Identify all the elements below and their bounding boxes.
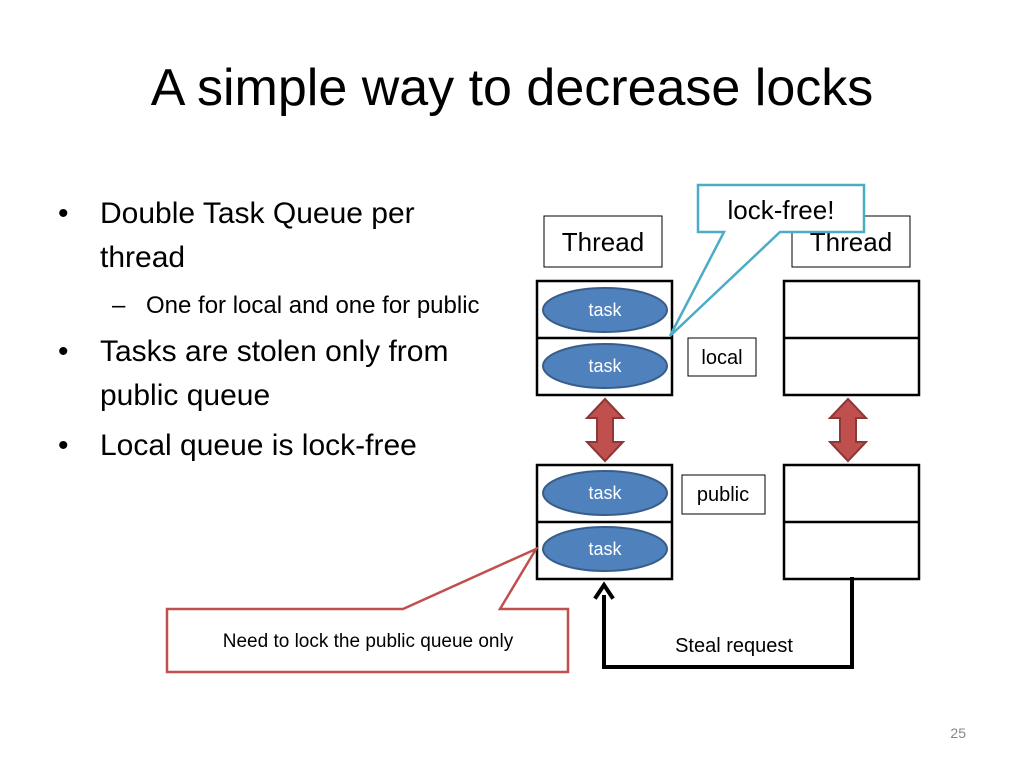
bullet-dot-icon: • — [58, 197, 69, 230]
arrow-head-icon — [593, 581, 615, 600]
bullet-text: Double Task Queue per thread — [100, 197, 415, 274]
bullet-list: • Double Task Queue per thread – One for… — [58, 192, 498, 474]
lock-callout: Need to lock the public queue only — [165, 546, 570, 674]
double-arrow-left-icon — [584, 397, 626, 463]
local-label-box: local — [687, 337, 757, 377]
double-arrow-right-icon — [827, 397, 869, 463]
bullet-text: Local queue is lock-free — [100, 429, 417, 462]
task-node: task — [542, 470, 668, 516]
task-label: task — [588, 300, 622, 320]
task-label: task — [588, 539, 622, 559]
lockfree-callout-text: lock-free! — [728, 195, 835, 225]
steal-request-arrow — [593, 577, 854, 669]
thread-label-left: Thread — [562, 227, 644, 257]
steal-request-label: Steal request — [675, 635, 793, 657]
task-node: task — [542, 287, 668, 333]
sub-bullet-item: – One for local and one for public — [58, 286, 498, 326]
task-label: task — [588, 483, 622, 503]
lockfree-callout: lock-free! — [668, 183, 866, 337]
bullet-dot-icon: • — [58, 335, 69, 368]
bullet-item: • Tasks are stolen only from public queu… — [58, 330, 498, 418]
slide-title: A simple way to decrease locks — [150, 59, 874, 117]
sub-bullet-text: One for local and one for public — [146, 292, 480, 319]
bullet-text: Tasks are stolen only from public queue — [100, 335, 449, 412]
local-label: local — [701, 347, 742, 369]
thread-box-left: Thread — [543, 215, 663, 268]
task-node: task — [542, 526, 668, 572]
bullet-item: • Double Task Queue per thread — [58, 192, 498, 280]
bullet-item: • Local queue is lock-free — [58, 424, 498, 468]
task-node: task — [542, 343, 668, 389]
public-label-box: public — [681, 474, 766, 515]
local-queue-right — [782, 279, 921, 397]
bullet-dot-icon: • — [58, 429, 69, 462]
public-queue-right — [782, 463, 921, 581]
public-label: public — [697, 484, 749, 506]
page-number: 25 — [950, 725, 966, 741]
lock-callout-text: Need to lock the public queue only — [223, 631, 514, 652]
dash-icon: – — [112, 292, 126, 319]
task-label: task — [588, 356, 622, 376]
